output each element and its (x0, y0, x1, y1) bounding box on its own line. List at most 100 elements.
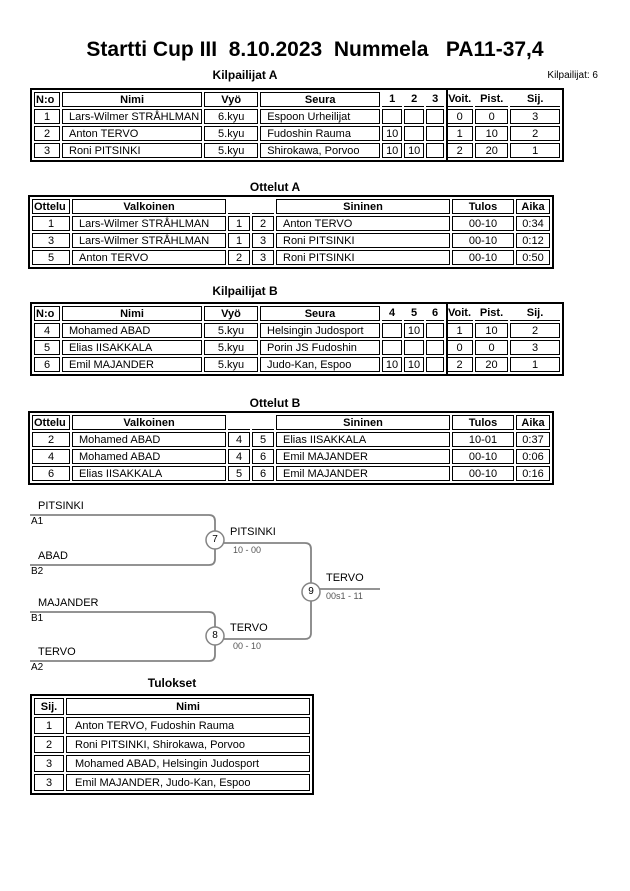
bracket-score: 00s1 - 11 (326, 591, 363, 601)
col-header-score-4: 4 (382, 306, 402, 321)
cell-vyo: 5.kyu (204, 323, 258, 338)
col-header-tulos: Tulos (452, 415, 514, 430)
col-header-valkoinen: Valkoinen (72, 415, 226, 430)
cell-result: 00-10 (452, 466, 514, 481)
cell-nimi: Emil MAJANDER, Judo-Kan, Espoo (66, 774, 310, 791)
table-row: 3 Mohamed ABAD, Helsingin Judosport (34, 755, 310, 772)
cell-blue-no: 3 (252, 250, 274, 265)
cell-seura: Porin JS Fudoshin (260, 340, 380, 355)
cell-nimi: Roni PITSINKI (62, 143, 203, 158)
header-row: Sij. Nimi (34, 698, 310, 715)
cell-nimi: Elias IISAKKALA (62, 340, 202, 355)
col-header-vyo: Vyö (204, 306, 258, 321)
cell-pist: 20 (475, 143, 509, 158)
cell-white-no: 1 (228, 233, 250, 248)
cell-score-6 (426, 340, 444, 355)
col-header-seura: Seura (260, 92, 381, 107)
col-header-blue-no (252, 199, 274, 214)
cell-vyo: 5.kyu (204, 340, 258, 355)
table-row: 3 Lars-Wilmer STRÅHLMAN 1 3 Roni PITSINK… (32, 233, 550, 248)
cell-score-1: 10 (382, 143, 403, 158)
cell-vyo: 5.kyu (204, 357, 258, 372)
section-title-ottelut-a: Ottelut A (249, 180, 301, 194)
cell-score-4 (382, 340, 402, 355)
cell-result: 00-10 (452, 216, 514, 231)
cell-white-name: Mohamed ABAD (72, 449, 226, 464)
cell-seura: Helsingin Judosport (260, 323, 380, 338)
cell-match-no: 6 (32, 466, 70, 481)
match-number: 8 (212, 630, 218, 641)
table-row: 2 Roni PITSINKI, Shirokawa, Porvoo (34, 736, 310, 753)
cell-sij: 2 (510, 126, 561, 141)
header-row: N:o Nimi Vyö Seura 1 2 3 Voit. Pist. Sij… (34, 92, 561, 107)
bracket-entry-name: PITSINKI (38, 500, 84, 512)
col-header-valkoinen: Valkoinen (72, 199, 226, 214)
col-header-nimi: Nimi (62, 306, 202, 321)
header-row: N:o Nimi Vyö Seura 4 5 6 Voit. Pist. Sij… (34, 306, 561, 321)
cell-no: 3 (34, 143, 60, 158)
cell-seura: Shirokawa, Porvoo (260, 143, 381, 158)
cell-sij: 3 (510, 109, 561, 124)
cell-score-3 (426, 109, 445, 124)
col-header-nimi: Nimi (66, 698, 310, 715)
col-header-vyo: Vyö (204, 92, 259, 107)
cell-score-6 (426, 323, 444, 338)
cell-vyo: 5.kyu (204, 143, 259, 158)
match-circle-7 (205, 530, 225, 550)
section-title-kilpailijat-b: Kilpailijat B (212, 284, 278, 298)
bracket-seed-label: A2 (31, 662, 44, 673)
cell-blue-name: Emil MAJANDER (276, 466, 450, 481)
cell-nimi: Mohamed ABAD, Helsingin Judosport (66, 755, 310, 772)
cell-white-no: 2 (228, 250, 250, 265)
cell-white-no: 5 (228, 466, 250, 481)
cell-blue-name: Emil MAJANDER (276, 449, 450, 464)
cell-match-no: 1 (32, 216, 70, 231)
cell-nimi: Mohamed ABAD (62, 323, 202, 338)
cell-time: 0:06 (516, 449, 550, 464)
col-header-no: N:o (34, 92, 60, 107)
table-tulokset: Sij. Nimi 1 Anton TERVO, Fudoshin Rauma … (30, 694, 314, 795)
col-header-score-2: 2 (404, 92, 425, 107)
cell-nimi: Anton TERVO (62, 126, 203, 141)
cell-white-name: Lars-Wilmer STRÅHLMAN (72, 216, 226, 231)
bracket-entry-name: MAJANDER (38, 597, 99, 609)
cell-result: 00-10 (452, 449, 514, 464)
cell-pist: 0 (475, 109, 509, 124)
table-row: 4 Mohamed ABAD 4 6 Emil MAJANDER 00-10 0… (32, 449, 550, 464)
cell-pist: 20 (475, 357, 509, 372)
cell-seura: Judo-Kan, Espoo (260, 357, 380, 372)
bracket-score: 10 - 00 (233, 545, 262, 555)
col-header-sij: Sij. (510, 306, 561, 321)
bracket-line-winner-8 (224, 601, 312, 640)
cell-blue-name: Roni PITSINKI (276, 250, 450, 265)
table-row: 6 Elias IISAKKALA 5 6 Emil MAJANDER 00-1… (32, 466, 550, 481)
table-row: 4 Mohamed ABAD 5.kyu Helsingin Judosport… (34, 323, 561, 338)
col-header-no: N:o (34, 306, 60, 321)
cell-score-1: 10 (382, 126, 403, 141)
kilpailijat-a-grid: N:o Nimi Vyö Seura 1 2 3 Voit. Pist. Sij… (30, 88, 565, 162)
cell-blue-no: 5 (252, 432, 274, 447)
match-number: 9 (308, 586, 314, 597)
cell-time: 0:37 (516, 432, 550, 447)
cell-white-name: Anton TERVO (72, 250, 226, 265)
cell-sij: 2 (510, 323, 561, 338)
col-header-seura: Seura (260, 306, 380, 321)
cell-white-name: Lars-Wilmer STRÅHLMAN (72, 233, 226, 248)
cell-match-no: 2 (32, 432, 70, 447)
cell-score-3 (426, 143, 445, 158)
table-row: 2 Anton TERVO 5.kyu Fudoshin Rauma 10 1 … (34, 126, 561, 141)
cell-score-5 (404, 340, 424, 355)
section-title-ottelut-b: Ottelut B (249, 396, 301, 410)
cell-score-2 (404, 126, 425, 141)
table-ottelut-a: Ottelu Valkoinen Sininen Tulos Aika 1 La… (28, 195, 554, 269)
col-header-sininen: Sininen (276, 199, 450, 214)
cell-blue-no: 6 (252, 449, 274, 464)
col-header-score-1: 1 (382, 92, 403, 107)
col-header-tulos: Tulos (452, 199, 514, 214)
col-header-ottelu: Ottelu (32, 415, 70, 430)
col-header-white-no (228, 415, 250, 430)
cell-white-no: 1 (228, 216, 250, 231)
cell-sij: 1 (510, 357, 561, 372)
match-circle-9 (301, 582, 321, 602)
cell-white-no: 4 (228, 449, 250, 464)
